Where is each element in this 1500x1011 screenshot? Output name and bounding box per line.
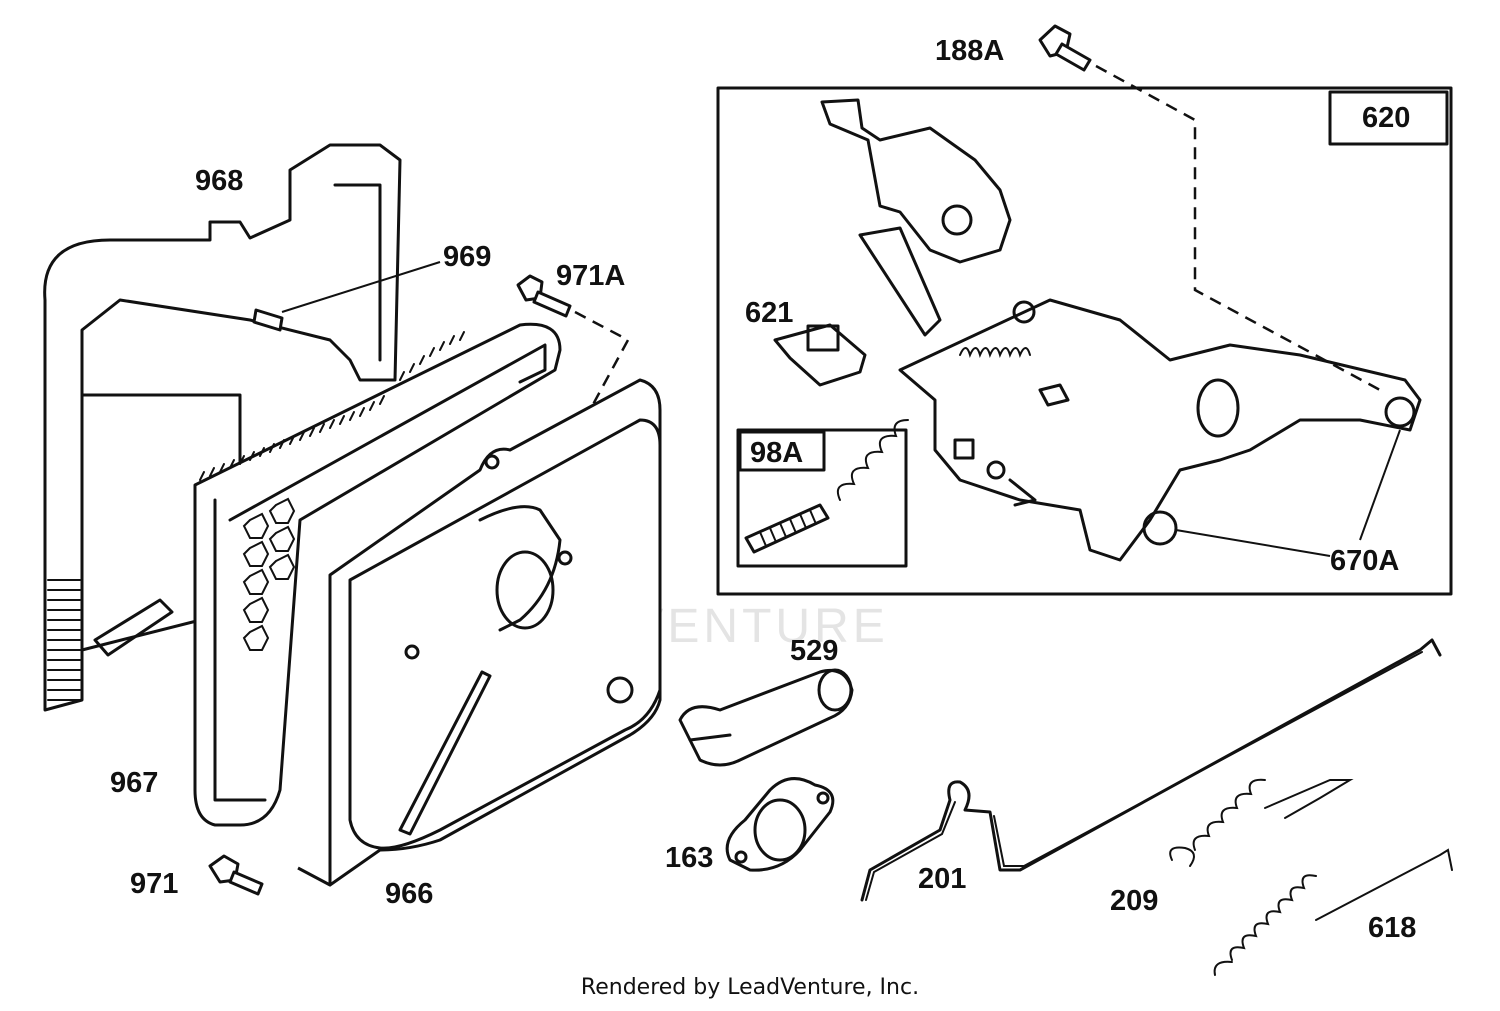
label-966: 966 bbox=[385, 878, 433, 910]
label-968: 968 bbox=[195, 165, 243, 197]
part-529-fitting bbox=[678, 668, 854, 767]
label-670a: 670A bbox=[1330, 545, 1399, 577]
label-967: 967 bbox=[110, 767, 158, 799]
control-bracket-assembly bbox=[716, 86, 1453, 596]
governor-bracket bbox=[820, 98, 1422, 562]
part-621-switch bbox=[773, 323, 867, 387]
label-971a: 971A bbox=[556, 260, 625, 292]
part-969-stud bbox=[252, 261, 441, 332]
leader-670a-a bbox=[1359, 429, 1401, 541]
leader-670a-b bbox=[1175, 529, 1331, 557]
assembly-frame bbox=[716, 86, 1453, 596]
part-971a-bolt bbox=[516, 274, 572, 318]
label-201: 201 bbox=[918, 863, 966, 895]
label-163: 163 bbox=[665, 842, 713, 874]
label-box-98a bbox=[738, 430, 826, 472]
part-209-spring bbox=[1169, 778, 1354, 867]
label-969: 969 bbox=[443, 241, 491, 273]
label-529: 529 bbox=[790, 635, 838, 667]
label-618: 618 bbox=[1368, 912, 1416, 944]
label-209: 209 bbox=[1110, 885, 1158, 917]
render-credit: Rendered by LeadVenture, Inc. bbox=[580, 975, 920, 1000]
label-98a: 98A bbox=[750, 437, 803, 469]
label-188a: 188A bbox=[935, 35, 1004, 67]
part-967-filter bbox=[193, 322, 562, 827]
part-188a-bolt bbox=[1038, 24, 1092, 72]
part-98a-screw-spring bbox=[744, 419, 909, 554]
dashed-leader-188a bbox=[1095, 64, 1381, 392]
label-620: 620 bbox=[1362, 102, 1410, 134]
part-618-spring bbox=[1213, 848, 1453, 976]
label-621: 621 bbox=[745, 297, 793, 329]
inset-frame-98a bbox=[736, 428, 908, 568]
label-971: 971 bbox=[130, 868, 178, 900]
label-box-620 bbox=[1328, 90, 1449, 146]
part-201-link bbox=[860, 638, 1442, 902]
part-966-cover bbox=[297, 378, 662, 887]
part-971-bolt bbox=[208, 854, 264, 896]
part-163-gasket bbox=[725, 777, 835, 872]
